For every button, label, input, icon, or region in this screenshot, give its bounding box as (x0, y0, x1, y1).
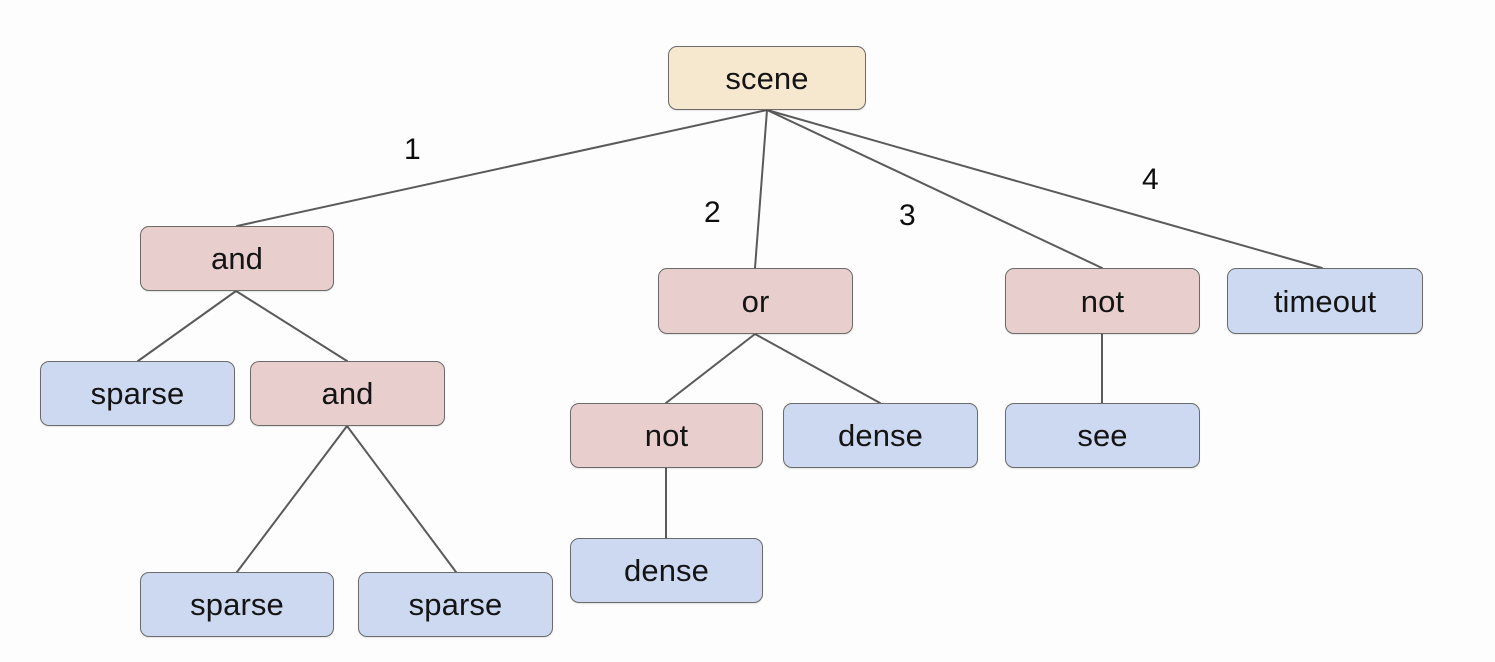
tree-node-sparse2[interactable]: sparse (140, 572, 334, 637)
tree-edge-scene-to-not2 (766, 109, 1103, 269)
tree-edge-and1-to-sparse1 (137, 290, 237, 362)
tree-edge-and1-to-and2 (235, 290, 348, 362)
tree-node-and1[interactable]: and (140, 226, 334, 291)
tree-edge-and2-to-sparse2 (236, 425, 348, 573)
edge-label-4: 4 (1142, 163, 1159, 196)
tree-edge-scene-to-or1 (754, 109, 768, 269)
tree-node-sparse1[interactable]: sparse (40, 361, 235, 426)
tree-node-timeout1[interactable]: timeout (1227, 268, 1423, 334)
tree-node-and2[interactable]: and (250, 361, 445, 426)
edge-label-1: 1 (404, 133, 421, 166)
tree-edge-or1-to-not1 (665, 333, 756, 404)
tree-edge-or1-to-dense1 (754, 333, 881, 404)
edge-label-2: 2 (704, 196, 721, 229)
tree-edge-and2-to-sparse3 (346, 425, 457, 573)
tree-node-sparse3[interactable]: sparse (358, 572, 553, 637)
edge-group (137, 109, 1323, 573)
tree-edge-scene-to-timeout1 (766, 109, 1323, 269)
tree-node-scene[interactable]: scene (668, 46, 866, 110)
tree-node-dense1[interactable]: dense (783, 403, 978, 468)
tree-node-or1[interactable]: or (658, 268, 853, 334)
edge-label-3: 3 (899, 199, 916, 232)
tree-edge-scene-to-and1 (236, 109, 768, 227)
tree-node-see1[interactable]: see (1005, 403, 1200, 468)
tree-node-dense2[interactable]: dense (570, 538, 763, 603)
tree-node-not1[interactable]: not (570, 403, 763, 468)
tree-node-not2[interactable]: not (1005, 268, 1200, 334)
